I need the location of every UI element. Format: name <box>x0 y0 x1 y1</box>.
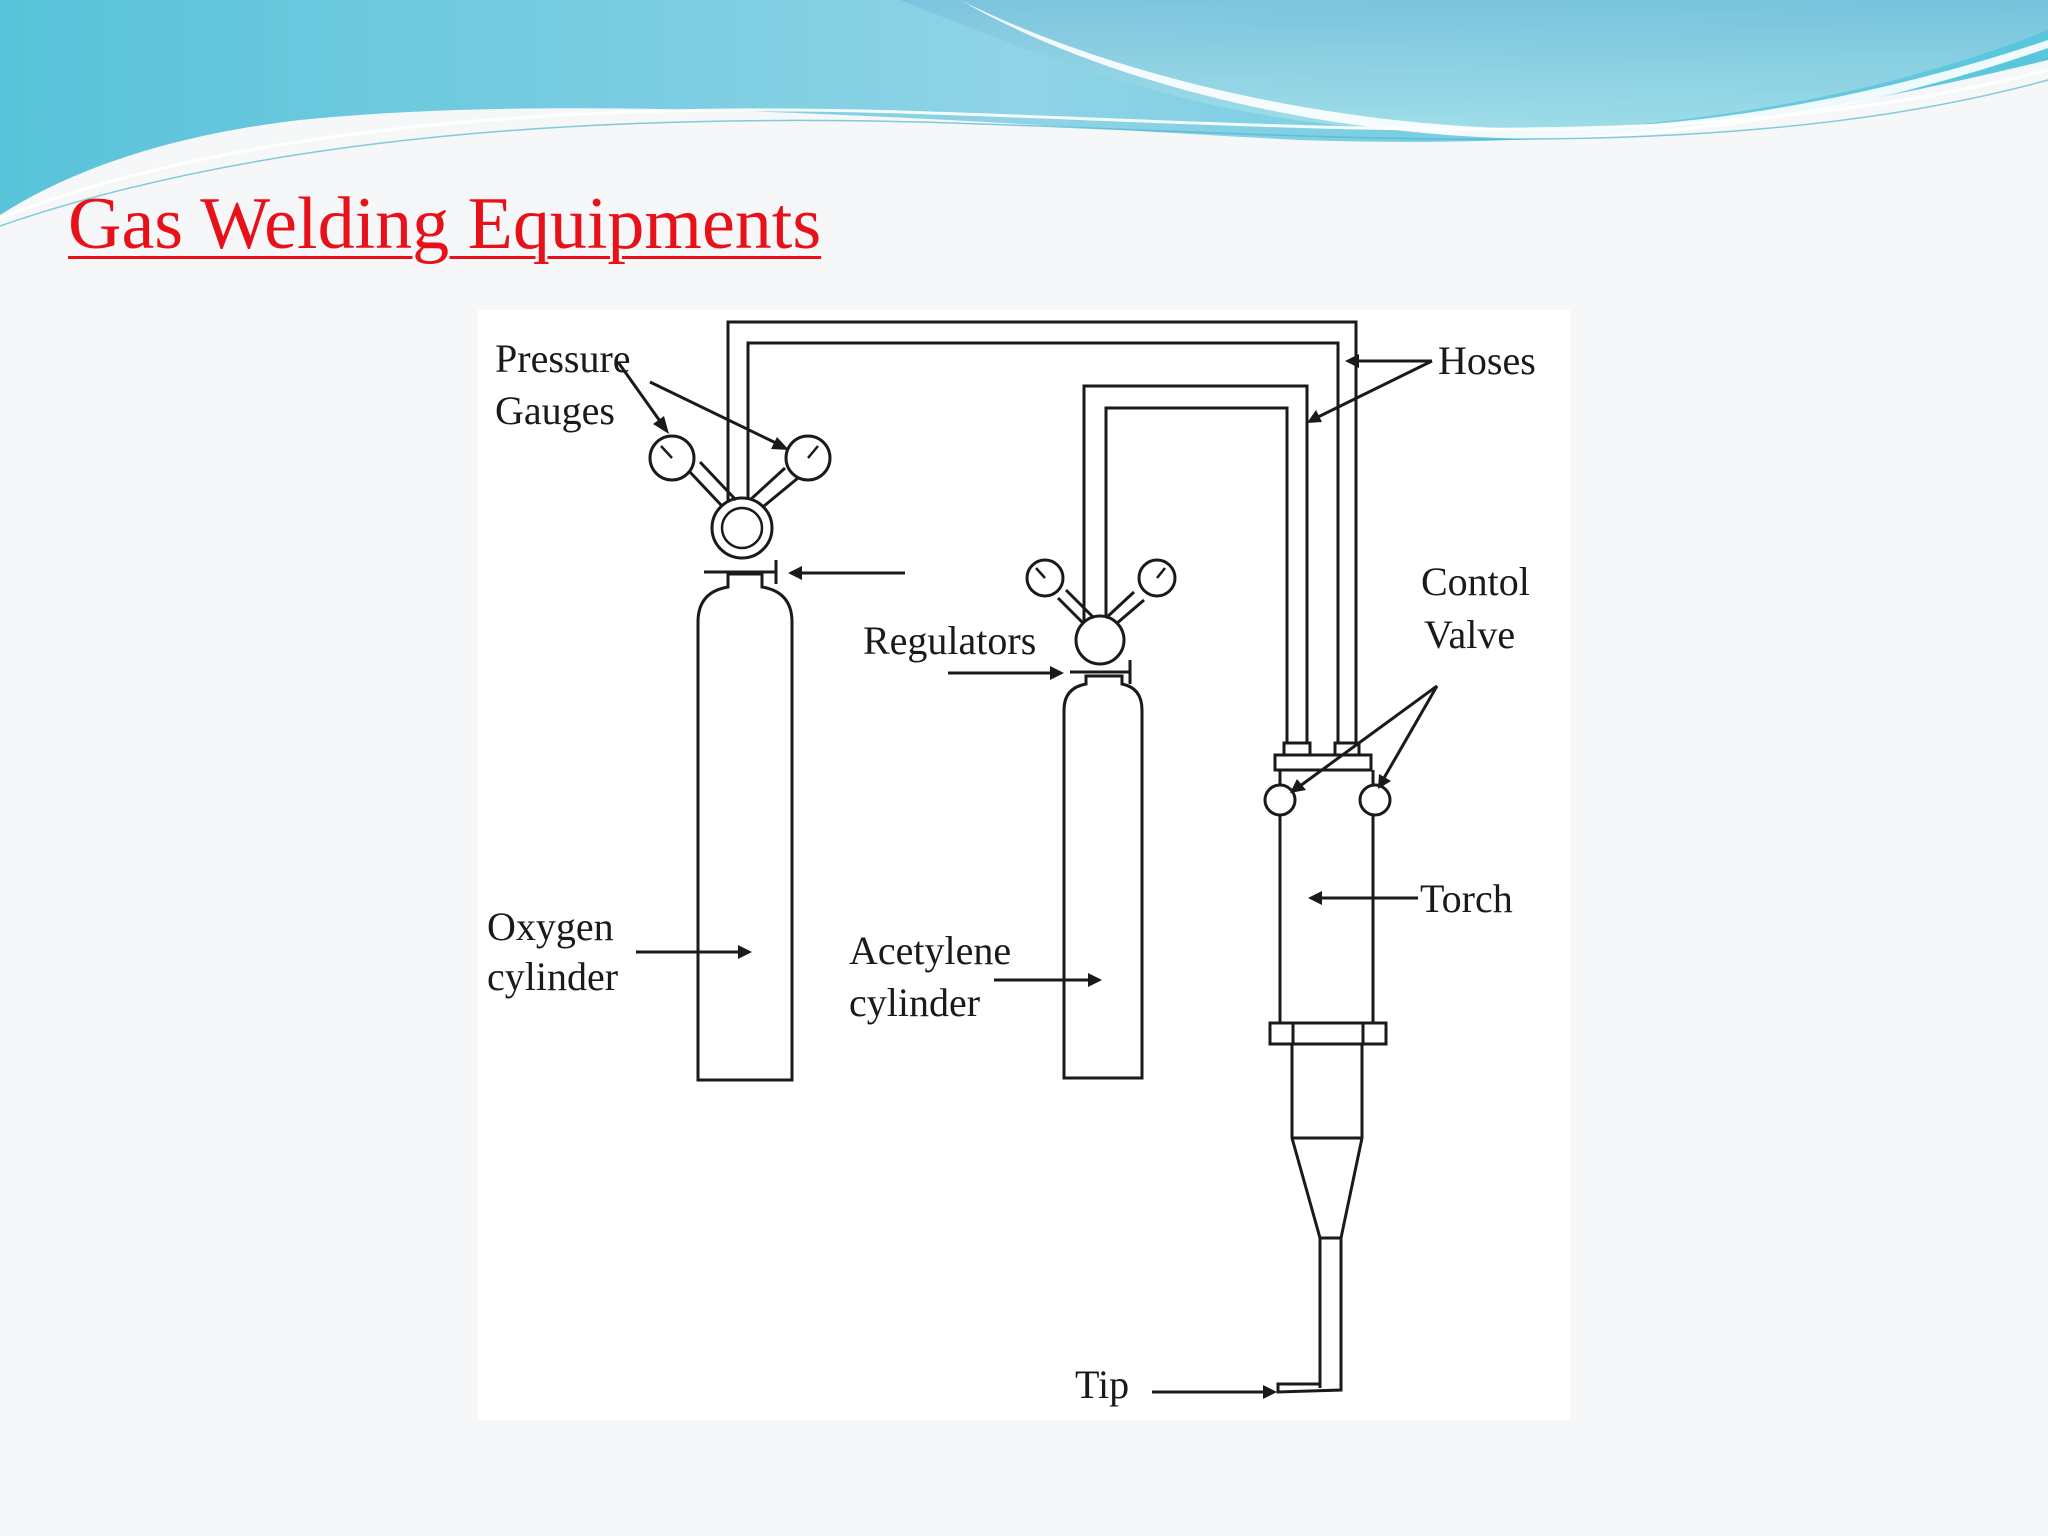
hose-oxygen <box>726 320 1358 745</box>
oxygen-valve <box>704 560 778 584</box>
tip-pointer <box>1152 1385 1277 1399</box>
header-wave-decoration <box>0 0 2048 227</box>
label-tip: Tip <box>1075 1362 1129 1407</box>
acetylene-pressure-gauge-left <box>1025 558 1065 598</box>
acetylene-pressure-gauge-right <box>1137 558 1177 598</box>
control-valve-right <box>1358 783 1392 817</box>
acetylene-cylinder <box>1062 674 1144 1080</box>
label-torch: Torch <box>1420 876 1513 921</box>
label-regulators: Regulators <box>863 618 1036 663</box>
label-pressure-gauges-line1: Pressure <box>495 336 631 381</box>
oxygen-cylinder <box>696 572 794 1082</box>
control-valve-left <box>1263 783 1297 817</box>
label-control-valve-line1: Contol <box>1421 559 1530 604</box>
gas-welding-diagram: Pressure Gauges Hoses Regulators Contol … <box>478 310 1570 1420</box>
oxygen-regulator <box>686 460 799 560</box>
hose-acetylene <box>1082 384 1309 745</box>
torch-nozzle <box>1276 1044 1364 1394</box>
pressure-gauges-pointer <box>616 361 789 450</box>
label-acetylene-cylinder-line2: cylinder <box>849 980 980 1025</box>
torch-nut <box>1268 1021 1388 1046</box>
label-hoses: Hoses <box>1438 338 1536 383</box>
label-pressure-gauges-line2: Gauges <box>495 388 615 433</box>
hoses-pointer <box>1307 354 1433 423</box>
acetylene-cylinder-pointer <box>994 973 1102 987</box>
oxygen-pressure-gauge-right <box>784 434 832 482</box>
oxygen-pressure-gauge-left <box>648 434 696 482</box>
label-acetylene-cylinder-line1: Acetylene <box>849 928 1011 973</box>
label-oxygen-cylinder-line1: Oxygen <box>487 904 614 949</box>
control-valve-pointer <box>1290 684 1439 793</box>
torch-pointer <box>1308 891 1418 905</box>
regulators-pointer <box>948 666 1064 680</box>
label-control-valve-line2: Valve <box>1424 612 1515 657</box>
acetylene-regulator <box>1056 588 1145 666</box>
slide-title: Gas Welding Equipments <box>68 183 822 265</box>
oxygen-valve-pointer <box>788 566 905 580</box>
figure-panel <box>478 310 1570 1420</box>
acetylene-valve <box>1070 660 1132 684</box>
label-oxygen-cylinder-line2: cylinder <box>487 954 618 999</box>
oxygen-cylinder-pointer <box>636 945 752 959</box>
